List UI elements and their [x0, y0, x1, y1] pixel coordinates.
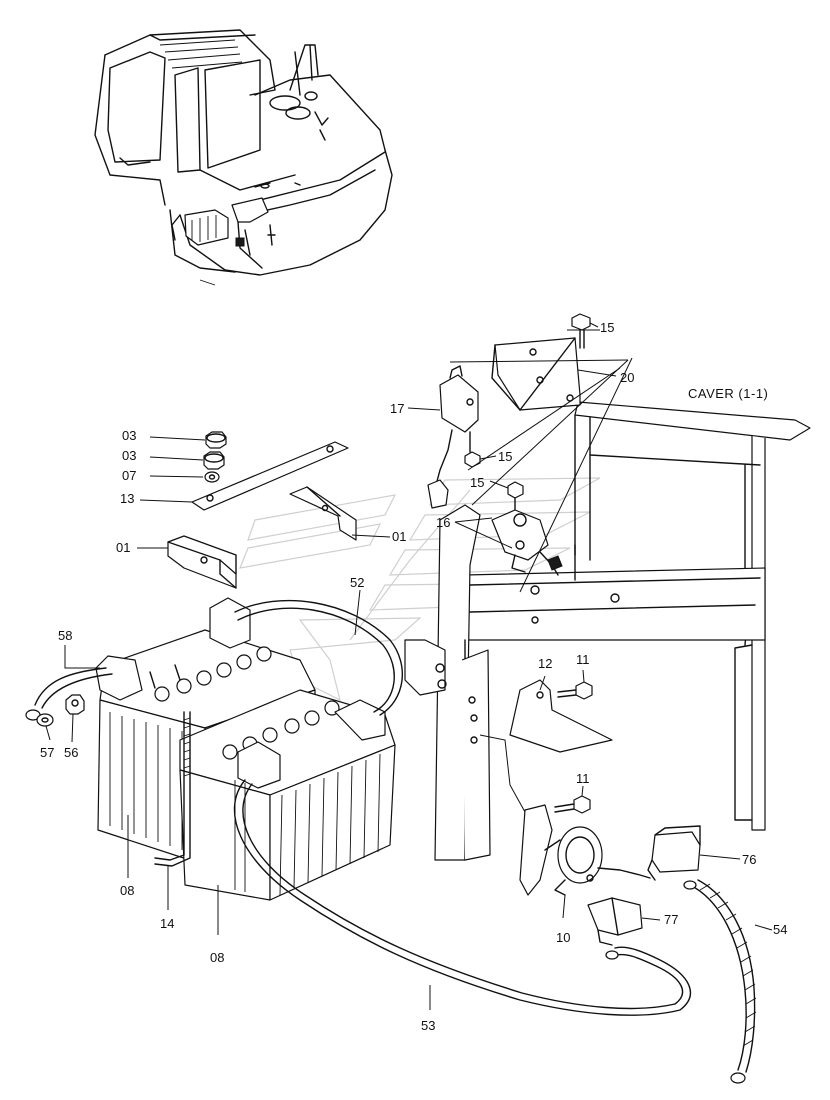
callout-08-left: 08 [120, 883, 134, 898]
callout-08-right: 08 [210, 950, 224, 965]
part-77-connector [587, 897, 643, 946]
callout-53: 53 [421, 1018, 435, 1033]
terminal-cover-upper [209, 597, 251, 649]
callout-77: 77 [664, 912, 678, 927]
callout-labels: 03 03 07 13 01 01 52 58 57 56 08 14 08 5… [40, 320, 787, 1033]
callout-01-right: 01 [392, 529, 406, 544]
terminal-cover-front [237, 741, 281, 789]
part-53-main-cable [233, 779, 692, 1016]
callout-15-mid: 15 [498, 449, 512, 464]
part-07-washer [204, 471, 220, 483]
callout-10: 10 [556, 930, 570, 945]
cover-frame [404, 401, 811, 861]
part-56-nut [65, 694, 85, 715]
part-08-battery-front [179, 689, 396, 901]
part-52-battery-cable [234, 599, 404, 716]
leader-lines [45, 322, 773, 1010]
callout-11-lower: 11 [576, 771, 590, 786]
part-54-cable [683, 879, 757, 1084]
callout-20: 20 [620, 370, 634, 385]
callout-13: 13 [120, 491, 134, 506]
part-15-bolt-top [571, 313, 591, 349]
excavator-overview [94, 29, 393, 286]
part-13-fixing-plate [191, 441, 349, 511]
diagram-title: CAVER (1-1) [688, 386, 768, 401]
callout-14: 14 [160, 916, 174, 931]
part-58-ground-cable [25, 667, 113, 721]
callout-52: 52 [350, 575, 364, 590]
part-03-nut-lower [203, 451, 225, 470]
callout-56: 56 [64, 745, 78, 760]
part-10-horn [519, 804, 651, 896]
callout-15-top: 15 [600, 320, 614, 335]
callout-07: 07 [122, 468, 136, 483]
part-03-nut-upper [205, 431, 227, 449]
callout-16: 16 [436, 515, 450, 530]
part-12-plate [509, 679, 613, 753]
callout-03-upper: 03 [122, 428, 136, 443]
part-16-relay [491, 509, 563, 576]
part-14-battery-rod [154, 711, 191, 867]
callout-03-lower: 03 [122, 448, 136, 463]
part-11-bolt-lower [554, 795, 591, 814]
part-01-rubber-pad-left [167, 535, 237, 589]
part-11-bolt-upper [557, 681, 593, 700]
part-57-washer [36, 713, 54, 727]
callout-57: 57 [40, 745, 54, 760]
callout-12: 12 [538, 656, 552, 671]
callout-15-low: 15 [470, 475, 484, 490]
part-15-bolt-mid [464, 451, 481, 468]
battery-front-caps [222, 700, 340, 760]
callout-76: 76 [742, 852, 756, 867]
part-76-connector [647, 825, 701, 881]
callout-58: 58 [58, 628, 72, 643]
callout-01-left: 01 [116, 540, 130, 555]
part-15-bolt-low [507, 481, 524, 511]
part-01-rubber-pad-right [289, 486, 357, 541]
battery-rear-caps [154, 646, 272, 702]
callout-11-upper: 11 [576, 652, 590, 667]
callout-54: 54 [773, 922, 787, 937]
part-17-relay [427, 365, 479, 509]
callout-17: 17 [390, 401, 404, 416]
part-20-bracket [491, 337, 581, 411]
